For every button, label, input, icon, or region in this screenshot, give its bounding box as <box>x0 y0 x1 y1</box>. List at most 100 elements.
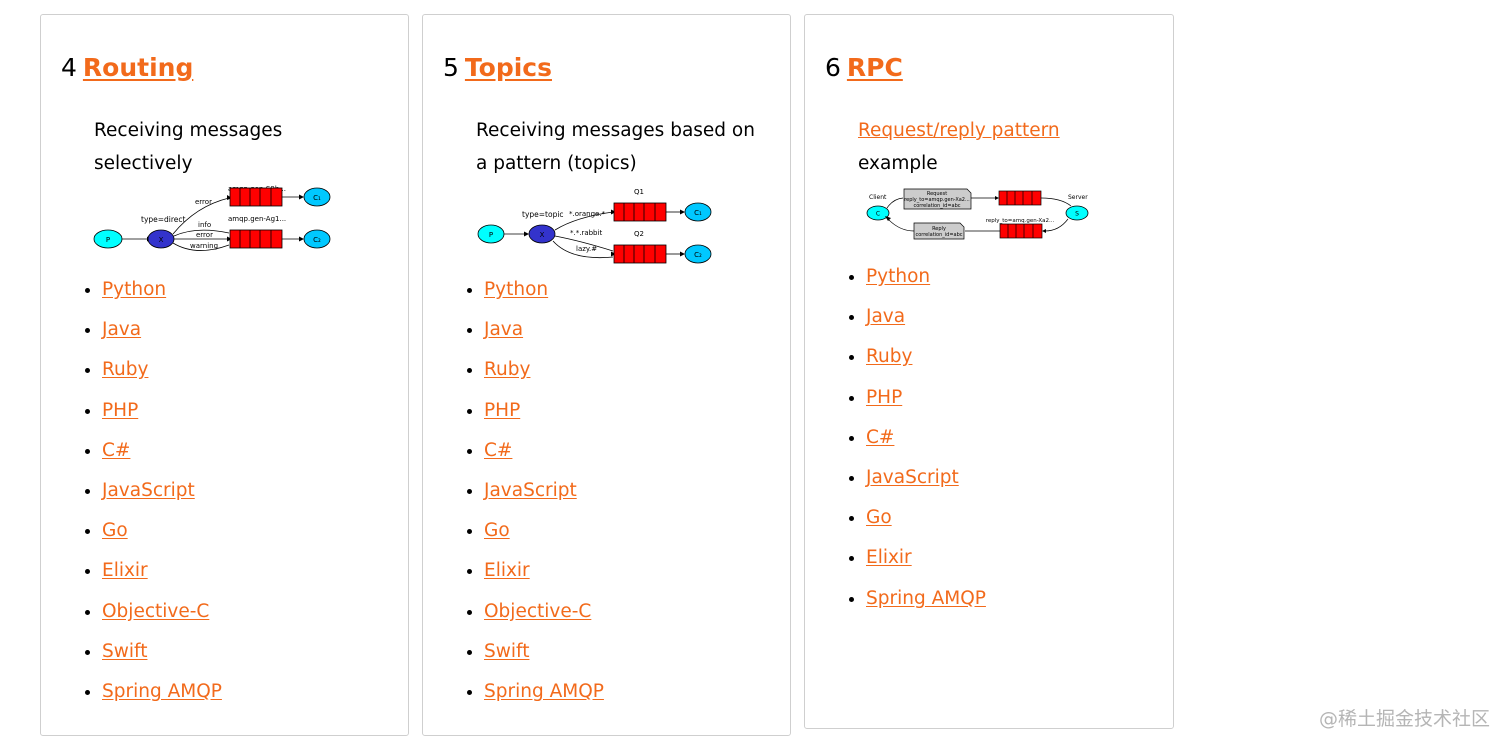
svg-text:correlation_id=abc: correlation_id=abc <box>913 203 960 209</box>
language-link-php[interactable]: PHP <box>102 399 139 421</box>
list-item: Ruby <box>484 357 604 397</box>
language-link-python[interactable]: Python <box>866 266 931 287</box>
language-link-swift[interactable]: Swift <box>484 640 530 662</box>
language-link-objective-c[interactable]: Objective-C <box>102 600 210 622</box>
language-list: Python Java Ruby PHP C# JavaScript Go El… <box>805 264 986 626</box>
list-item: Ruby <box>866 344 986 384</box>
tutorial-number: 4 <box>61 53 77 82</box>
list-item: Java <box>866 304 986 344</box>
language-link-elixir[interactable]: Elixir <box>102 560 148 582</box>
consumer-label: C₂ <box>313 236 321 244</box>
language-link-javascript[interactable]: JavaScript <box>866 466 959 488</box>
queue-2 <box>229 229 283 249</box>
language-list: Python Java Ruby PHP C# JavaScript Go El… <box>423 277 604 719</box>
queue-1 <box>229 187 283 207</box>
list-item: PHP <box>866 385 986 425</box>
reply-message-box: Reply correlation_id=abc <box>913 222 965 240</box>
language-link-java[interactable]: Java <box>102 319 142 341</box>
binding-label: info <box>198 221 211 229</box>
client-label: Client <box>869 194 887 201</box>
queue-name: reply_to=amq.gen-Xa2... <box>986 218 1055 224</box>
svg-text:correlation_id=abc: correlation_id=abc <box>915 232 962 238</box>
server-label: Server <box>1068 194 1088 201</box>
list-item: PHP <box>484 398 604 438</box>
reply-queue <box>999 223 1043 239</box>
language-list: Python Java Ruby PHP C# JavaScript Go El… <box>41 277 222 719</box>
queue-name: Q2 <box>634 230 644 238</box>
tutorial-title-link[interactable]: Topics <box>464 53 552 82</box>
language-link-objective-c[interactable]: Objective-C <box>484 600 592 622</box>
language-link-python[interactable]: Python <box>102 279 167 300</box>
routing-diagram: P X type=direct error info error warning… <box>93 185 331 251</box>
list-item: Python <box>866 264 986 304</box>
language-link-go[interactable]: Go <box>866 507 892 529</box>
consumer-node <box>303 229 331 249</box>
language-link-php[interactable]: PHP <box>484 399 521 421</box>
rpc-queue <box>998 190 1042 206</box>
client-node <box>866 205 890 221</box>
list-item: Python <box>102 277 222 317</box>
language-link-elixir[interactable]: Elixir <box>484 560 530 582</box>
consumer-node <box>303 187 331 207</box>
language-link-javascript[interactable]: JavaScript <box>102 479 195 501</box>
language-link-spring-amqp[interactable]: Spring AMQP <box>484 680 604 702</box>
language-link-ruby[interactable]: Ruby <box>102 359 149 381</box>
client-node-label: C <box>876 211 880 218</box>
language-link-csharp[interactable]: C# <box>484 439 513 461</box>
list-item: Go <box>484 518 604 558</box>
language-link-java[interactable]: Java <box>484 319 524 341</box>
language-link-spring-amqp[interactable]: Spring AMQP <box>866 587 986 609</box>
exchange-type-label: type=direct <box>141 215 186 224</box>
binding-label: error <box>196 231 213 239</box>
language-link-csharp[interactable]: C# <box>102 439 131 461</box>
language-link-elixir[interactable]: Elixir <box>866 547 912 569</box>
svg-text:reply_to=amqp.gen-Xa2...: reply_to=amqp.gen-Xa2... <box>904 197 970 203</box>
consumer-label: C₁ <box>694 209 702 217</box>
list-item: C# <box>484 438 604 478</box>
list-item: Python <box>484 277 604 317</box>
binding-label: lazy.# <box>576 245 597 253</box>
language-link-go[interactable]: Go <box>484 520 510 542</box>
language-link-spring-amqp[interactable]: Spring AMQP <box>102 680 222 702</box>
language-link-python[interactable]: Python <box>484 279 549 300</box>
tutorial-title-link[interactable]: RPC <box>846 53 903 82</box>
language-link-go[interactable]: Go <box>102 520 128 542</box>
queue-2 <box>613 244 667 264</box>
request-reply-pattern-link[interactable]: Request/reply pattern <box>858 120 1060 141</box>
list-item: Java <box>102 317 222 357</box>
language-link-swift[interactable]: Swift <box>102 640 148 662</box>
consumer-label: C₂ <box>694 251 702 259</box>
language-link-java[interactable]: Java <box>866 306 906 328</box>
list-item: JavaScript <box>484 478 604 518</box>
consumer-node <box>684 202 712 222</box>
language-link-csharp[interactable]: C# <box>866 426 895 448</box>
language-link-javascript[interactable]: JavaScript <box>484 479 577 501</box>
exchange-label: X <box>540 231 545 239</box>
producer-label: P <box>489 231 493 239</box>
list-item: Java <box>484 317 604 357</box>
tutorial-title-link[interactable]: Routing <box>82 53 194 82</box>
list-item: Ruby <box>102 357 222 397</box>
list-item: C# <box>102 438 222 478</box>
language-link-ruby[interactable]: Ruby <box>484 359 531 381</box>
topics-diagram: P X type=topic *.orange.* *.*.rabbit laz… <box>477 188 712 264</box>
list-item: Spring AMQP <box>484 679 604 719</box>
list-item: Objective-C <box>484 599 604 639</box>
list-item: PHP <box>102 398 222 438</box>
list-item: Swift <box>102 639 222 679</box>
svg-text:Request: Request <box>927 191 947 197</box>
language-link-php[interactable]: PHP <box>866 386 903 408</box>
queue-name: amqp.gen-Ag1... <box>228 215 286 223</box>
list-item: Elixir <box>866 545 986 585</box>
svg-text:Reply: Reply <box>932 226 946 232</box>
watermark: @稀土掘金技术社区 <box>1318 708 1490 730</box>
request-message-box: Request reply_to=amqp.gen-Xa2... correla… <box>903 188 972 210</box>
language-link-ruby[interactable]: Ruby <box>866 346 913 368</box>
tutorial-number: 5 <box>443 53 459 82</box>
consumer-node <box>684 244 712 264</box>
queue-1 <box>613 202 667 222</box>
binding-label: error <box>195 198 212 206</box>
